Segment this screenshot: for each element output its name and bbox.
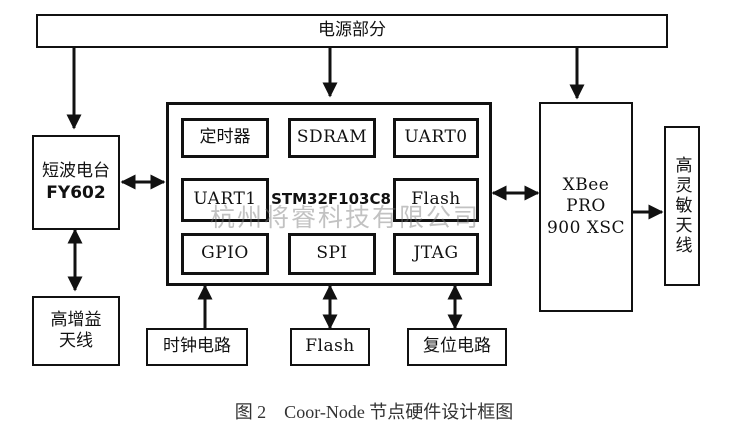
clock-circuit-box: 时钟电路 (146, 328, 248, 366)
figure-caption: 图 2 Coor-Node 节点硬件设计框图 (234, 402, 514, 422)
shortwave-radio-box: 短波电台 FY602 (32, 135, 120, 230)
external-flash-box: Flash (290, 328, 370, 366)
uart1-label: UART1 (193, 189, 257, 210)
radio-label-line1: 短波电台 (42, 161, 110, 182)
mcu-chip-label: STM32F103C8 (271, 190, 391, 208)
spi-block: SPI (288, 233, 376, 275)
spi-label: SPI (316, 243, 348, 264)
power-supply-box: 电源部分 (36, 14, 668, 48)
uart1-block: UART1 (181, 178, 269, 222)
flash-label: Flash (411, 189, 461, 210)
power-supply-label: 电源部分 (318, 20, 386, 41)
antenna-gain-line2: 天线 (59, 331, 93, 351)
xbee-label-line1: XBee PRO (562, 175, 610, 217)
timer-label: 定时器 (199, 127, 251, 148)
xbee-module-box: XBee PRO 900 XSC (539, 102, 633, 312)
high-gain-antenna-box: 高增益 天线 (32, 296, 120, 366)
reset-circuit-label: 复位电路 (423, 336, 491, 357)
sensitive-antenna-box: 高灵敏天线 (664, 126, 700, 286)
gpio-block: GPIO (181, 233, 269, 275)
jtag-block: JTAG (393, 233, 479, 275)
sdram-label: SDRAM (296, 127, 368, 148)
reset-circuit-box: 复位电路 (407, 328, 507, 366)
clock-circuit-label: 时钟电路 (163, 336, 231, 357)
radio-label-line2: FY602 (46, 182, 106, 203)
external-flash-label: Flash (305, 336, 355, 357)
timer-block: 定时器 (181, 118, 269, 158)
watermark-text: 杭州将睿科技有限公司 (210, 203, 481, 232)
sdram-block: SDRAM (288, 118, 376, 158)
sensitive-antenna-label: 高灵敏天线 (671, 156, 692, 256)
antenna-gain-line1: 高增益 (50, 309, 102, 330)
uart0-block: UART0 (393, 118, 479, 158)
flash-block: Flash (393, 178, 479, 222)
xbee-label-line2: 900 XSC (546, 217, 626, 238)
jtag-label: JTAG (413, 243, 459, 264)
gpio-label: GPIO (201, 243, 249, 264)
uart0-label: UART0 (404, 127, 468, 148)
